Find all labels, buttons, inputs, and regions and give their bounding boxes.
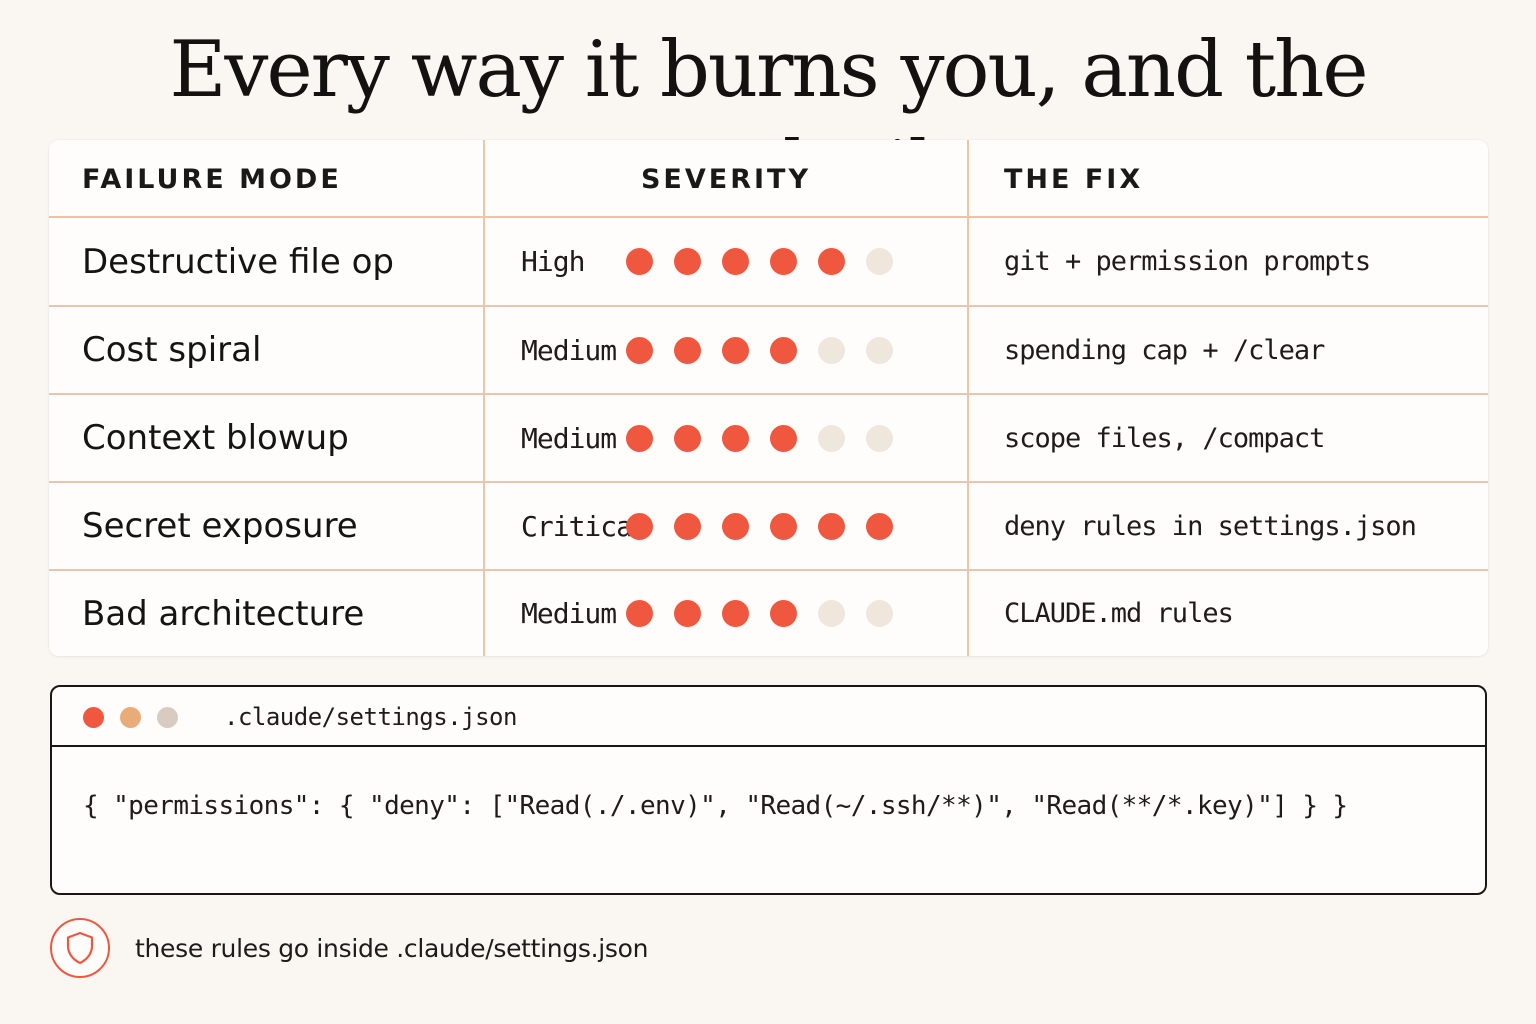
severity-rating [626,218,914,305]
failure-mode-table: FAILURE MODE SEVERITY THE FIX Destructiv… [49,140,1488,656]
table-row: Cost spiral Medium spending cap + /clear [49,307,1488,393]
table-row: Destructive file op High git + permission … [49,218,1488,305]
window-minimize-dot [120,707,141,728]
fix-cell: CLAUDE.md rules [1004,598,1234,629]
severity-rating [626,307,914,393]
severity-dot-filled [770,336,797,364]
severity-dot-filled [626,248,653,275]
severity-dot-filled [818,248,845,275]
severity-dot-filled [674,248,701,275]
severity-dot-empty [818,424,845,452]
severity-label: Medium [521,421,617,455]
severity-dot-empty [866,600,893,627]
severity-dot-filled [722,248,749,275]
severity-dot-empty [866,336,893,364]
failure-mode-cell: Destructive file op [82,241,394,282]
severity-dot-filled [674,512,701,540]
severity-dot-filled [626,424,653,452]
severity-label: High [521,245,585,278]
window-maximize-dot [157,707,178,728]
severity-dot-filled [770,600,797,627]
table-row: Context blowup Medium scope files, /compac… [49,395,1488,481]
shield-icon [50,918,110,978]
severity-label: Medium [521,333,617,367]
row-divider [49,216,1488,218]
severity-dot-filled [674,336,701,364]
severity-dot-filled [626,600,653,627]
severity-dot-filled [626,336,653,364]
header-failure-mode: FAILURE MODE [82,163,342,195]
fix-cell: scope files, /compact [1004,422,1325,454]
severity-dot-empty [866,248,893,275]
code-snippet: { "permissions": { "deny": ["Read(./.env… [83,791,1348,821]
window-close-dot [83,707,104,728]
failure-mode-cell: Secret exposure [82,506,358,546]
failure-mode-cell: Bad architecture [82,593,365,634]
severity-label: Medium [521,597,617,630]
severity-rating [626,395,914,481]
severity-dot-filled [722,600,749,627]
severity-dot-empty [866,424,893,452]
code-window: .claude/settings.json { "permissions": {… [50,685,1487,895]
fix-cell: spending cap + /clear [1004,334,1325,366]
severity-dot-filled [866,512,893,540]
row-divider [49,569,1488,571]
row-divider [49,305,1488,307]
fix-cell: deny rules in settings.json [1004,510,1417,542]
fix-cell: git + permission prompts [1004,246,1371,277]
code-window-titlebar: .claude/settings.json [52,687,1485,747]
row-divider [49,481,1488,483]
header-the-fix: THE FIX [1004,163,1144,195]
row-divider [49,393,1488,395]
header-severity: SEVERITY [640,163,812,195]
column-divider [483,140,485,656]
severity-dot-filled [818,512,845,540]
severity-dot-filled [770,424,797,452]
severity-dot-filled [770,248,797,275]
column-divider [967,140,969,656]
shield-icon-graphic [66,931,94,965]
severity-dot-filled [674,424,701,452]
severity-dot-filled [770,512,797,540]
severity-dot-filled [722,512,749,540]
failure-mode-cell: Cost spiral [82,330,262,370]
footer-note: these rules go inside .claude/settings.j… [135,933,649,963]
code-filename: .claude/settings.json [224,703,517,731]
table-row: Bad architecture Medium CLAUDE.md rules [49,571,1488,656]
severity-dot-filled [722,424,749,452]
severity-dot-filled [626,512,653,540]
severity-dot-empty [818,600,845,627]
severity-dot-filled [674,600,701,627]
severity-dot-empty [818,336,845,364]
severity-dot-filled [722,336,749,364]
failure-mode-cell: Context blowup [82,418,349,458]
severity-rating [626,483,914,569]
severity-rating [626,571,914,656]
